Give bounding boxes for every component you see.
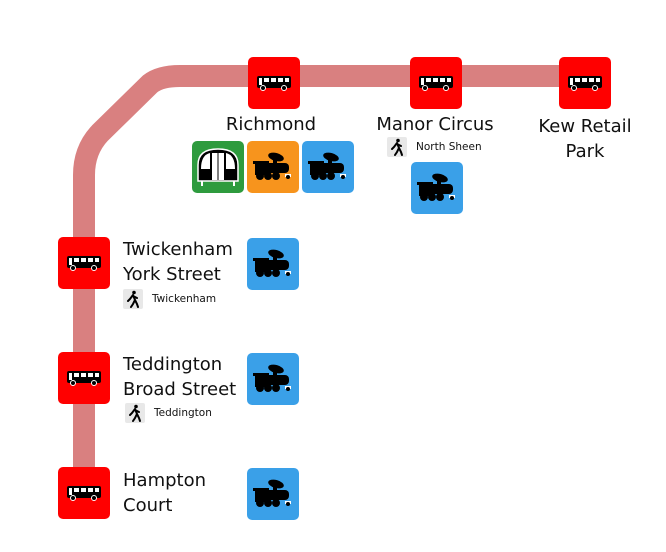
- kew-retail-park-bus-stop[interactable]: [559, 57, 611, 109]
- underground-connection: [192, 141, 244, 193]
- stop-name-hampton-court: Hampton Court: [123, 468, 206, 518]
- walk-destination: Twickenham: [152, 293, 217, 305]
- stop-name-kew-retail-park: Kew Retail Park: [525, 114, 645, 164]
- walk-destination: North Sheen: [416, 141, 482, 153]
- stop-name-line1: Twickenham: [123, 239, 233, 260]
- walk-link-north-sheen: North Sheen: [387, 137, 482, 157]
- stop-name-richmond: Richmond: [225, 114, 317, 135]
- walking-person-icon: [125, 403, 145, 423]
- bus-icon: [58, 467, 110, 519]
- bus-icon: [58, 237, 110, 289]
- locomotive-icon: [302, 141, 354, 193]
- twickenham-york-street-bus-stop[interactable]: [58, 237, 110, 289]
- stop-name-line1: Hampton: [123, 470, 207, 491]
- stop-name-line1: Kew Retail: [538, 116, 632, 137]
- stop-name-teddington-broad-street: Teddington Broad Street: [123, 352, 236, 402]
- orange-rail-connection: [247, 141, 299, 193]
- walking-person-icon: [387, 137, 407, 157]
- locomotive-icon: [247, 353, 299, 405]
- bus-icon: [559, 57, 611, 109]
- underground-icon: [192, 141, 244, 193]
- walk-destination: Teddington: [154, 407, 212, 419]
- locomotive-icon: [247, 141, 299, 193]
- locomotive-icon: [411, 162, 463, 214]
- bus-icon: [248, 57, 300, 109]
- walk-link-teddington: Teddington: [125, 403, 212, 423]
- manor-circus-bus-stop[interactable]: [410, 57, 462, 109]
- hampton-court-bus-stop[interactable]: [58, 467, 110, 519]
- bus-icon: [410, 57, 462, 109]
- stop-name-line1: Teddington: [123, 354, 223, 375]
- stop-name-line2: Broad Street: [123, 379, 237, 400]
- blue-rail-connection: [411, 162, 463, 214]
- blue-rail-connection: [302, 141, 354, 193]
- walking-person-icon: [123, 289, 143, 309]
- blue-rail-connection: [247, 353, 299, 405]
- stop-name-twickenham-york-street: Twickenham York Street: [123, 237, 233, 287]
- stop-name-line2: Park: [565, 141, 605, 162]
- walk-link-twickenham: Twickenham: [123, 289, 216, 309]
- richmond-bus-stop[interactable]: [248, 57, 300, 109]
- blue-rail-connection: [247, 468, 299, 520]
- stop-name-manor-circus: Manor Circus: [376, 114, 494, 135]
- stop-name-line2: Court: [123, 495, 173, 516]
- blue-rail-connection: [247, 238, 299, 290]
- stop-name-line2: York Street: [123, 264, 221, 285]
- locomotive-icon: [247, 468, 299, 520]
- bus-icon: [58, 352, 110, 404]
- teddington-broad-street-bus-stop[interactable]: [58, 352, 110, 404]
- locomotive-icon: [247, 238, 299, 290]
